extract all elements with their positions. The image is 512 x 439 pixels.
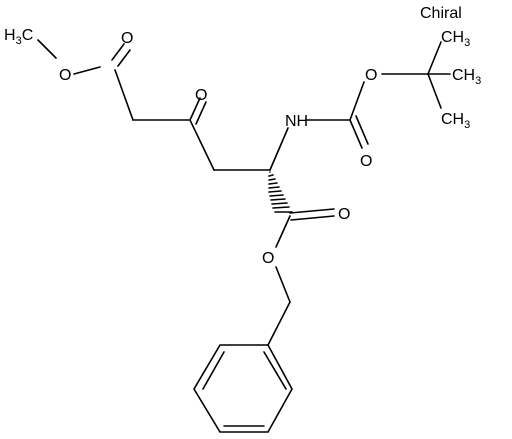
bond-cketone-ch2 [189, 119, 215, 171]
bond-ketone-double-a [189, 97, 201, 121]
bond-cquat-ch3-bot [427, 73, 442, 109]
atom-ketone-o: O [195, 87, 207, 104]
atom-nh: NH [285, 113, 308, 130]
atom-tbu-ch3-top: CH3 [441, 29, 470, 49]
atom-tbu-ch3-bot: CH3 [441, 111, 470, 131]
bond-carbamate-double-b [355, 115, 369, 145]
bond-c-o-double-a [111, 43, 125, 61]
atom-ester-o-double: O [121, 30, 133, 47]
bond-ch3-o [37, 39, 57, 59]
bond-o-c-ester [73, 66, 101, 75]
bond-ccarbamate-o [349, 81, 365, 121]
bond-calpha-nh [269, 127, 289, 171]
bond-ketone-double-b [195, 101, 207, 125]
atom-label-layer: H3C O O O NH O O CH3 CH3 CH3 O O [4, 27, 481, 267]
chiral-flag: Chiral [420, 5, 462, 22]
bond-benzylester-double-a [289, 208, 335, 214]
atom-benzylester-o-single: O [262, 250, 274, 267]
bond-cquat-ch3-top [427, 41, 442, 75]
atom-ester-o-single: O [59, 67, 71, 84]
atom-carbamate-o-double: O [360, 153, 372, 170]
bond-ch2-phenyl [267, 301, 291, 346]
bond-carbamate-double-a [349, 119, 363, 149]
atom-tbu-ch3-mid: CH3 [452, 67, 481, 87]
bond-benzylester-double-b [290, 215, 335, 221]
bond-layer [37, 39, 451, 433]
bond-hashed-wedge [268, 171, 293, 213]
bond-c-o-double-b [117, 49, 131, 67]
atom-benzylester-o-double: O [338, 206, 350, 223]
bond-o-ch2-benzyl [275, 266, 291, 303]
phenyl-ring [193, 344, 293, 433]
atom-methyl-ch3: H3C [4, 27, 33, 47]
atom-carbamate-o-single: O [365, 67, 377, 84]
bond-benzylester-o [275, 215, 291, 248]
bond-c-ch2 [114, 69, 134, 121]
